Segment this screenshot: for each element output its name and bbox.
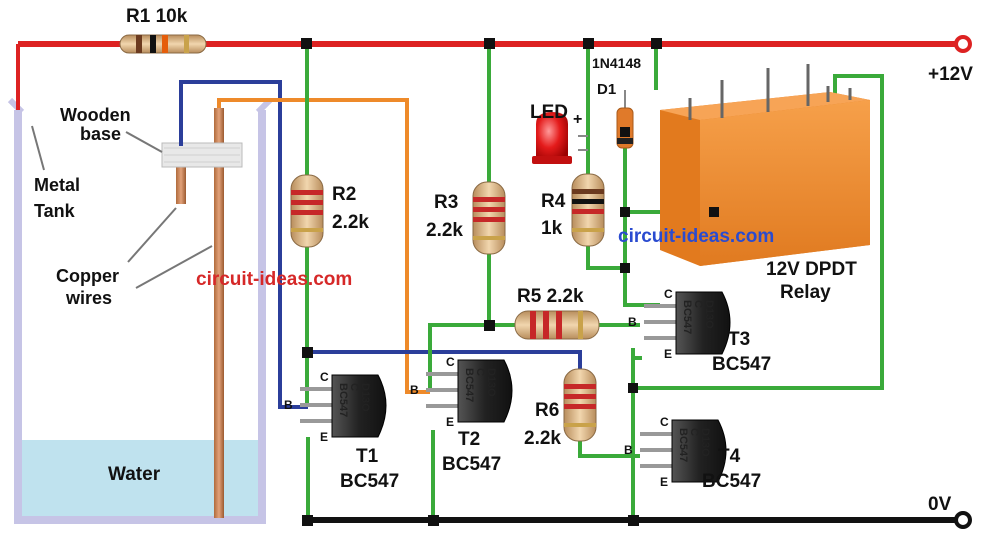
supply-label: +12V — [928, 64, 973, 85]
transistor-mark-3: BC547 — [677, 428, 689, 462]
diode-ref-label: D1 — [597, 81, 616, 98]
r3-label-1: R3 — [434, 192, 458, 213]
transistor-mark-1: D13O — [703, 300, 715, 329]
r6-label-1: R6 — [535, 400, 559, 421]
pin-c-label: C — [320, 370, 329, 384]
relay-label-1: 12V DPDT — [766, 259, 857, 280]
transistor-mark-2: C — [474, 368, 486, 376]
transistor-body — [457, 359, 513, 423]
r1-label: R1 10k — [126, 6, 188, 27]
resistor-r1 — [119, 34, 207, 54]
resistor-r3 — [472, 181, 506, 255]
pin-c-label: C — [660, 415, 669, 429]
t3-label-1: T3 — [728, 329, 750, 350]
resistor-r4 — [571, 173, 605, 247]
t1-label-2: BC547 — [340, 471, 399, 492]
pin-e-label: E — [664, 347, 672, 361]
relay-label-2: Relay — [780, 282, 831, 303]
t2-label-2: BC547 — [442, 454, 501, 475]
transistors: D13OCBC547CBED13OCBC547CBED13OCBC547CBED… — [284, 287, 731, 489]
r2-label-2: 2.2k — [332, 212, 369, 233]
diode-type-label: 1N4148 — [592, 55, 641, 71]
resistor-r5 — [514, 310, 600, 340]
transistor-mark-3: BC547 — [463, 368, 475, 402]
wooden-base-label-1: Wooden — [60, 105, 131, 125]
pointer-lines — [31, 125, 213, 289]
copper-probes — [161, 108, 243, 518]
pin-e-label: E — [446, 415, 454, 429]
pin-b-label: B — [410, 383, 419, 397]
r4-label-2: 1k — [541, 218, 563, 239]
r2-label-1: R2 — [332, 184, 356, 205]
t4-label-2: BC547 — [702, 471, 761, 492]
r6-label-2: 2.2k — [524, 428, 561, 449]
supply-terminal — [954, 35, 972, 53]
relay — [660, 64, 870, 266]
led-plus-label: + — [573, 111, 582, 128]
pin-e-label: E — [660, 475, 668, 489]
wooden-base-label-2: base — [80, 124, 121, 144]
transistor-body — [331, 374, 387, 438]
metal-tank-label-1: Metal — [34, 175, 80, 195]
led-label: LED — [530, 102, 568, 123]
short-copper-wire — [176, 146, 186, 204]
orange-probe-wire — [217, 98, 430, 394]
ground-label: 0V — [928, 494, 952, 515]
t3-label-2: BC547 — [712, 354, 771, 375]
resistor-r6 — [563, 368, 597, 442]
copper-wires-label-2: wires — [65, 288, 112, 308]
transistor-body — [675, 291, 731, 355]
transistor-mark-1: D13O — [485, 368, 497, 397]
transistor-mark-2: C — [348, 383, 360, 391]
metal-tank-label-2: Tank — [34, 201, 76, 221]
t2-label-1: T2 — [458, 429, 480, 450]
junctions — [301, 38, 719, 526]
water-label: Water — [108, 464, 161, 485]
r5-label: R5 2.2k — [517, 286, 584, 307]
diode-d1 — [616, 90, 634, 149]
blue-r2-wire — [307, 350, 582, 373]
ground-terminal — [954, 511, 972, 529]
transistor-mark-3: BC547 — [681, 300, 693, 334]
transistor-mark-1: D13O — [699, 428, 711, 457]
pin-c-label: C — [664, 287, 673, 301]
pin-e-label: E — [320, 430, 328, 444]
resistor-r2 — [290, 174, 324, 248]
long-copper-wire — [214, 108, 224, 518]
pin-b-label: B — [284, 398, 293, 412]
blue-probe-wire — [179, 80, 308, 409]
r3-label-2: 2.2k — [426, 220, 463, 241]
transistor-mark-1: D13O — [359, 383, 371, 412]
t1-label-1: T1 — [356, 446, 379, 467]
r4-label-1: R4 — [541, 191, 566, 212]
led — [532, 112, 588, 164]
pin-b-label: B — [624, 443, 633, 457]
t4-label-1: T4 — [718, 446, 741, 467]
transistor-mark-3: BC547 — [337, 383, 349, 417]
pin-b-label: B — [628, 315, 637, 329]
transistor-mark-2: C — [692, 300, 704, 308]
watermark-red: circuit-ideas.com — [196, 269, 352, 290]
transistor-mark-2: C — [688, 428, 700, 436]
pin-c-label: C — [446, 355, 455, 369]
watermark-blue: circuit-ideas.com — [618, 226, 774, 247]
copper-wires-label-1: Copper — [56, 266, 119, 286]
transistor-body — [671, 419, 727, 483]
